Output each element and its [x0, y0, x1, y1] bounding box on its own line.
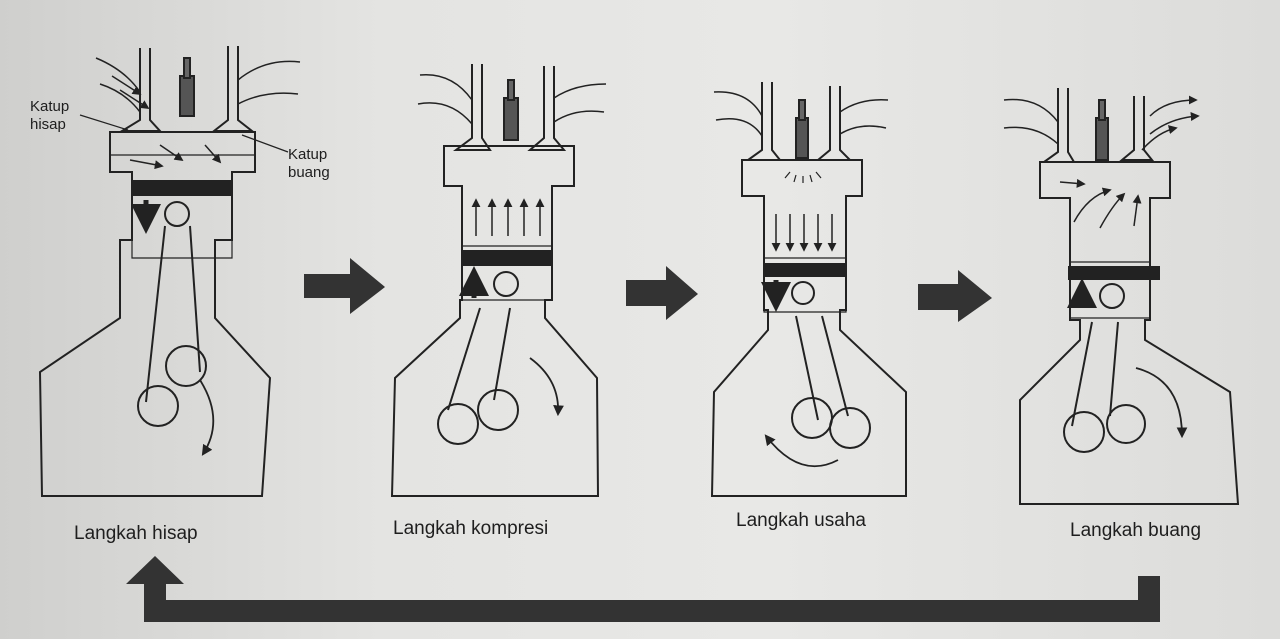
- arrow-3: [918, 270, 992, 322]
- piston-pin: [1099, 283, 1125, 309]
- engine-body: [710, 159, 907, 497]
- stroke-label-intake: Langkah hisap: [74, 523, 198, 544]
- piston-pin: [791, 281, 815, 305]
- arrow-1: [304, 258, 385, 314]
- crank-pin: [477, 389, 519, 431]
- piston-ring: [764, 263, 846, 277]
- stroke-label-power: Langkah usaha: [736, 510, 866, 531]
- engine-body: [1019, 161, 1240, 505]
- intake-valve: [118, 48, 163, 132]
- exhaust-valve: [211, 46, 255, 132]
- piston-ring: [1068, 266, 1160, 280]
- spark-plug: [795, 117, 809, 159]
- intake-valve: [453, 64, 492, 151]
- piston-ring: [132, 180, 232, 196]
- spark-plug: [503, 97, 519, 141]
- stroke-label-compression: Langkah kompresi: [393, 518, 549, 539]
- crank-pin: [1106, 404, 1146, 444]
- intake-valve: [1040, 88, 1076, 163]
- spark-plug: [179, 75, 195, 117]
- intake-valve: [744, 82, 783, 161]
- stroke-label-exhaust: Langkah buang: [1070, 520, 1202, 541]
- connecting-rod: [1071, 321, 1119, 427]
- crank-pin: [829, 407, 871, 449]
- return-cycle-arrow: [126, 556, 1160, 622]
- crank-journal: [137, 385, 179, 427]
- crank-journal: [791, 397, 833, 439]
- exhaust-valve: [527, 66, 567, 151]
- piston-pin: [493, 271, 519, 297]
- crank-journal: [1063, 411, 1105, 453]
- crank-journal: [437, 403, 479, 445]
- spark-burst: [784, 171, 822, 183]
- crank-pin: [165, 345, 207, 387]
- connecting-rod: [795, 315, 849, 421]
- exhaust-valve: [1119, 96, 1155, 161]
- connecting-rod: [145, 225, 201, 403]
- piston-pin: [164, 201, 190, 227]
- engine-compression: [390, 64, 607, 497]
- connecting-rod: [447, 307, 511, 411]
- engine-exhaust: [1003, 88, 1240, 505]
- engine-body: [390, 145, 600, 497]
- arrow-2: [626, 266, 698, 320]
- exhaust-valve: [815, 86, 853, 161]
- engine-intake: [38, 46, 301, 497]
- engine-power: [710, 82, 907, 497]
- spark-plug: [1095, 117, 1109, 161]
- transition-arrows: [304, 258, 992, 322]
- piston-ring: [462, 250, 552, 266]
